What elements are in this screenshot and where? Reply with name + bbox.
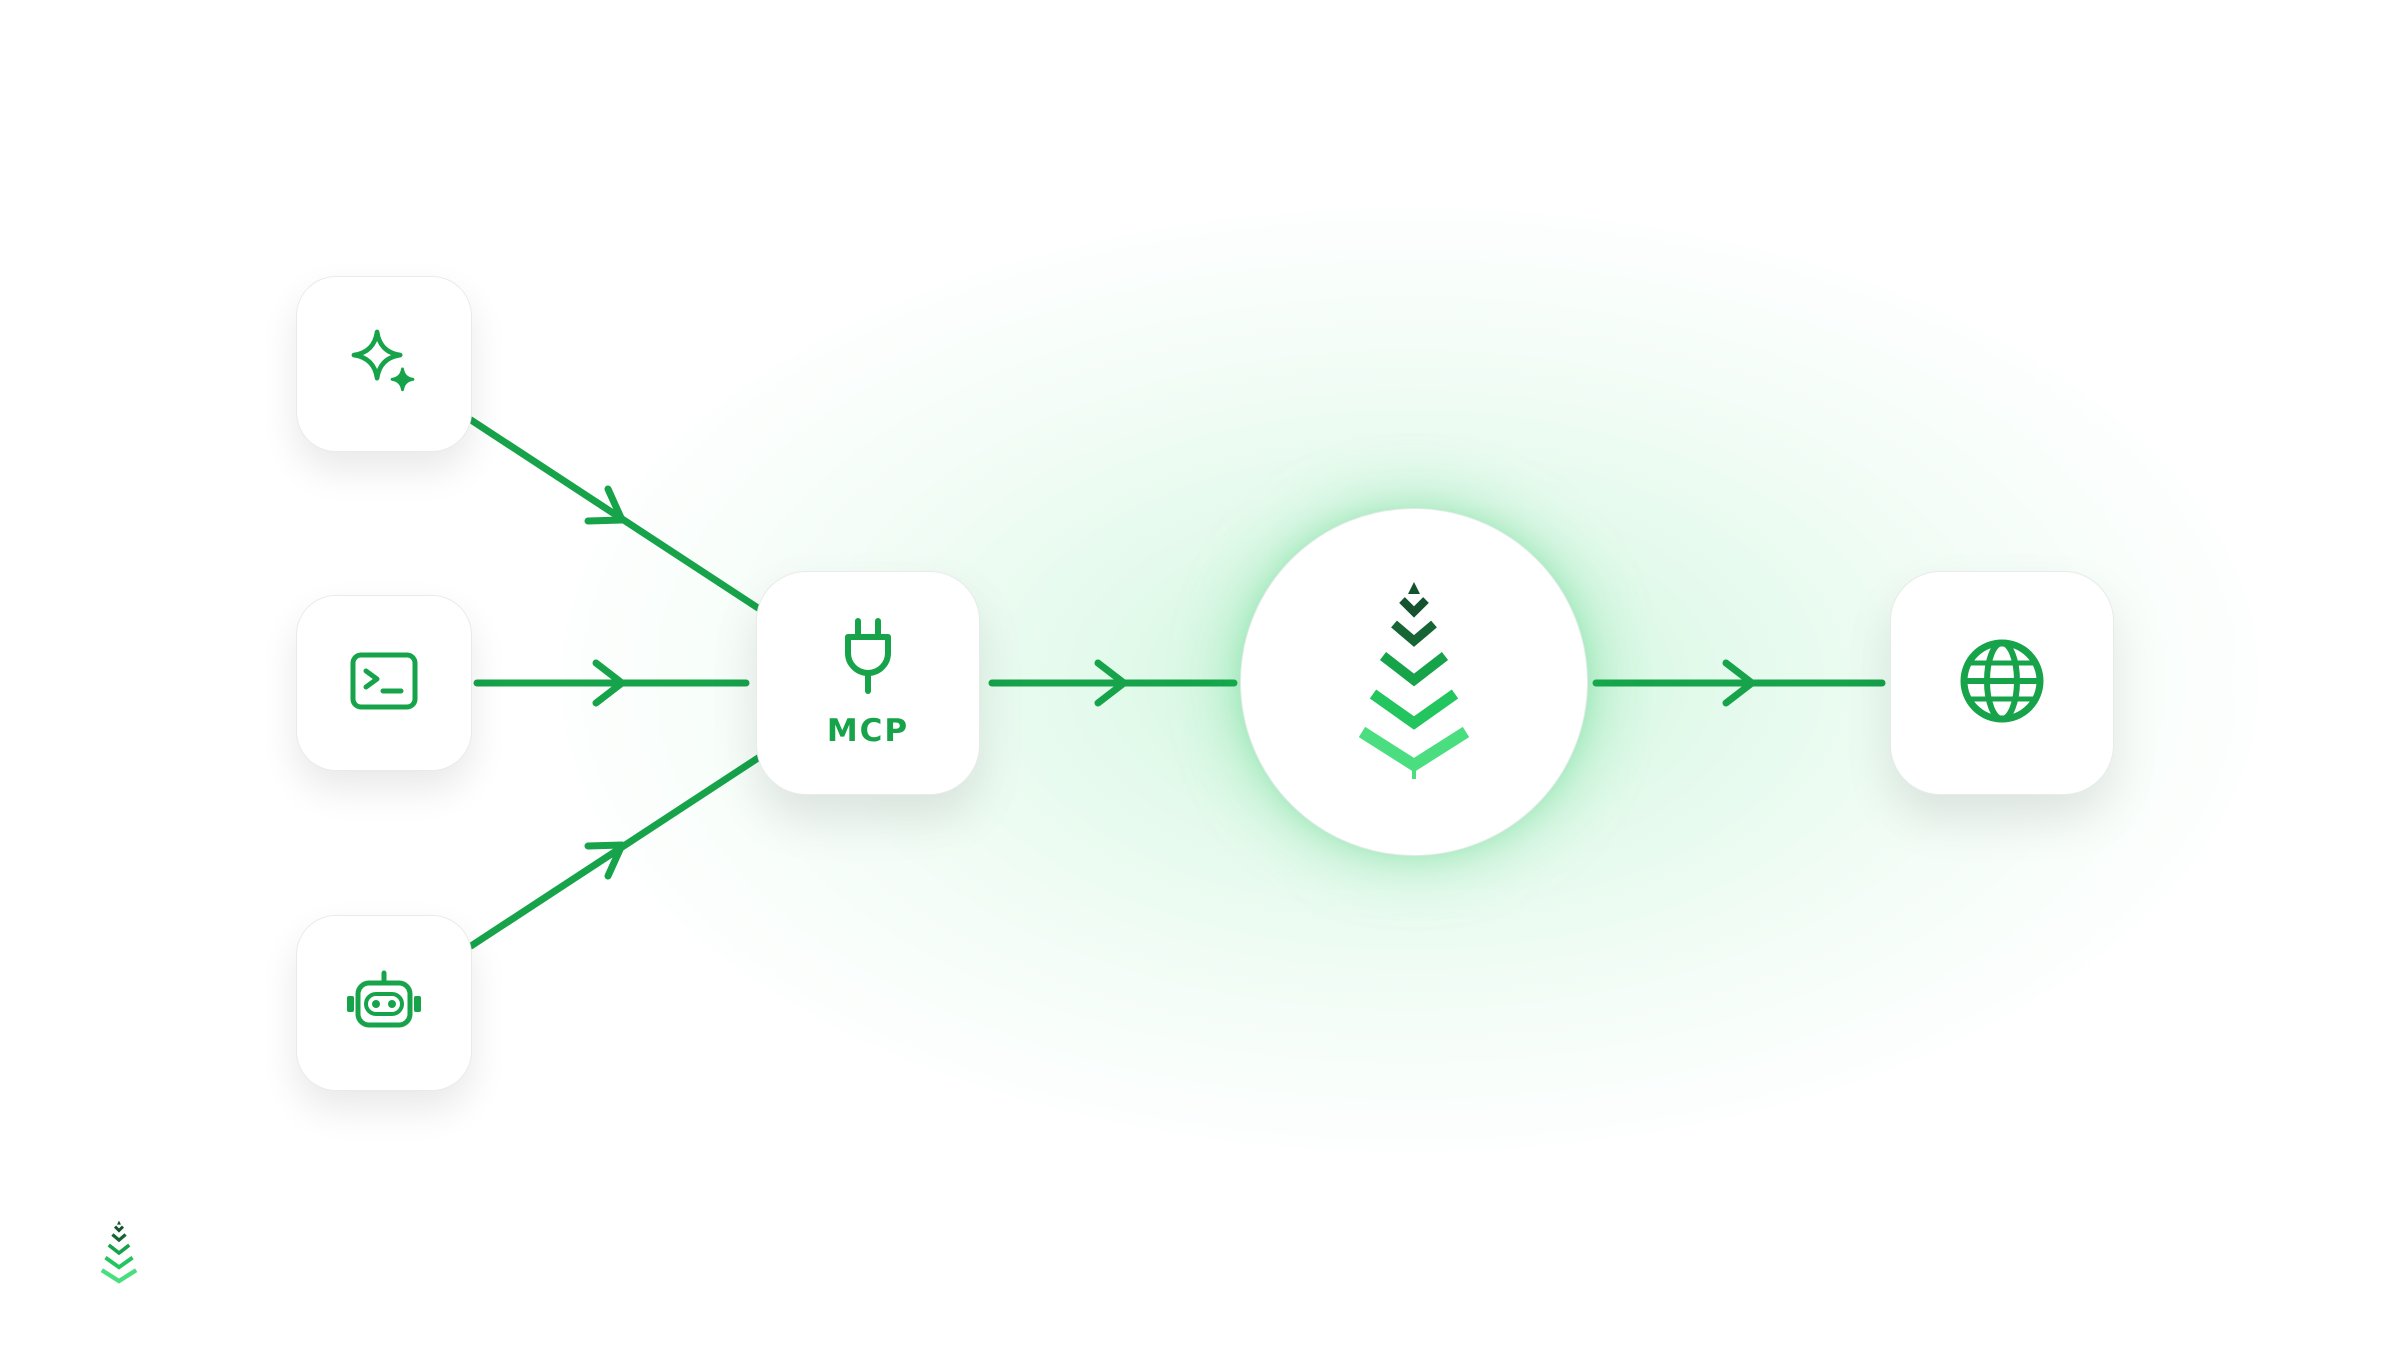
arrowhead-robot-to-mcp	[584, 841, 626, 880]
arrowhead-hub-to-web	[1722, 659, 1756, 707]
mcp-connector-node: MCP	[756, 571, 980, 795]
source-node-terminal	[296, 595, 472, 771]
chevron-tree-logo-icon	[98, 1220, 140, 1290]
robot-icon	[344, 969, 424, 1037]
globe-icon	[1958, 637, 2046, 729]
source-node-ai-sparkles	[296, 276, 472, 452]
source-node-robot	[296, 915, 472, 1091]
arrowhead-sparkles-to-mcp	[584, 485, 626, 525]
destination-node-web	[1890, 571, 2114, 795]
terminal-icon	[348, 649, 420, 717]
mcp-label: MCP	[826, 713, 910, 749]
arrowhead-mcp-to-hub	[1094, 659, 1128, 707]
sparkles-icon	[347, 325, 421, 403]
arrow-line-robot-to-mcp	[467, 754, 762, 950]
chevron-tree-logo-icon	[1358, 580, 1470, 784]
plug-icon	[840, 617, 896, 701]
central-hub-node	[1240, 508, 1588, 856]
arrow-line-sparkles-to-mcp	[467, 416, 762, 612]
arrowhead-terminal-to-mcp	[592, 659, 626, 707]
